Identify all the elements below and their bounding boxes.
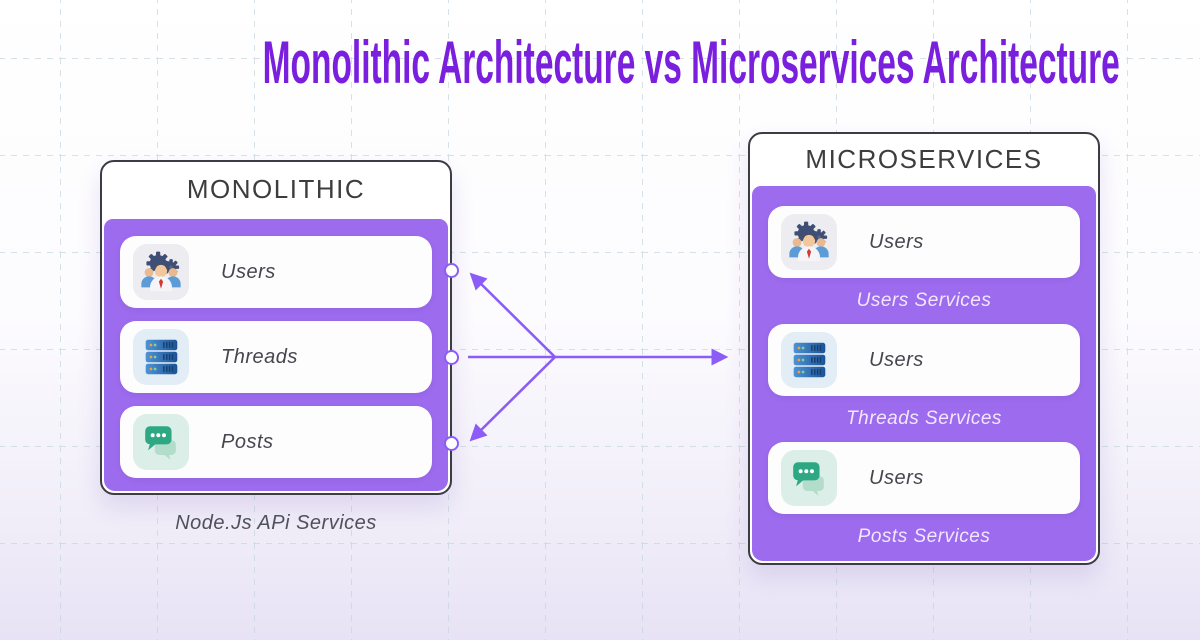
- monolithic-header: MONOLITHIC: [186, 174, 366, 204]
- microservices-panel: Users Users Services: [752, 186, 1096, 561]
- monolithic-panel: Users: [104, 219, 448, 491]
- card-label: Users: [869, 466, 924, 489]
- servers-icon: [781, 332, 837, 388]
- monolithic-card-threads: Threads: [120, 321, 432, 393]
- monolithic-box: MONOLITHIC: [100, 160, 452, 495]
- connector-dot-threads: [444, 350, 459, 365]
- microservice-card-posts: Users: [768, 442, 1080, 514]
- team-icon: [781, 214, 837, 270]
- card-label: Posts: [221, 430, 274, 453]
- team-icon: [133, 244, 189, 300]
- microservice-card-threads: Users: [768, 324, 1080, 396]
- diagram-title-wrap: Monolithic Architecture vs Microservices…: [0, 28, 1200, 96]
- card-label: Users: [221, 260, 276, 283]
- monolithic-card-users: Users: [120, 236, 432, 308]
- connector-dot-users: [444, 263, 459, 278]
- microservices-box: MICROSERVICES: [748, 132, 1100, 565]
- card-label: Threads: [221, 345, 298, 368]
- service-caption-threads: Threads Services: [846, 408, 1002, 429]
- monolithic-caption: Node.Js APi Services: [175, 512, 377, 534]
- chat-icon: [133, 414, 189, 470]
- microservice-card-users: Users: [768, 206, 1080, 278]
- chat-icon: [781, 450, 837, 506]
- service-caption-posts: Posts Services: [857, 526, 991, 547]
- diagram-title: Monolithic Architecture vs Microservices…: [262, 29, 1120, 97]
- card-label: Users: [869, 348, 924, 371]
- microservices-header: MICROSERVICES: [805, 143, 1043, 174]
- connector-dot-posts: [444, 436, 459, 451]
- monolithic-card-posts: Posts: [120, 406, 432, 478]
- connection-arrows: [468, 272, 729, 442]
- service-caption-users: Users Services: [856, 290, 992, 311]
- card-label: Users: [869, 230, 924, 253]
- servers-icon: [133, 329, 189, 385]
